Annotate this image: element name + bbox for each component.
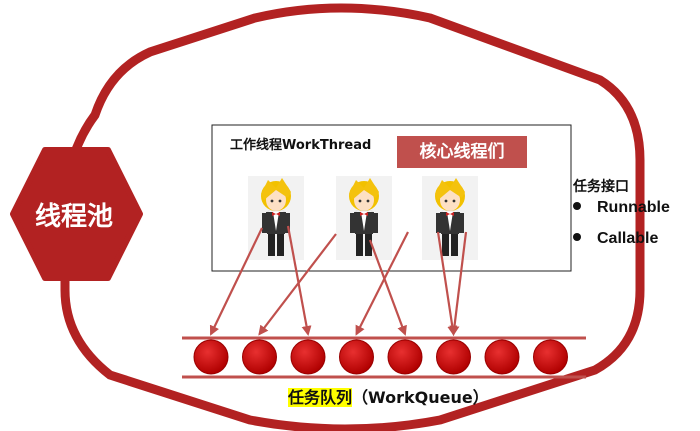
task-ball — [533, 339, 568, 375]
core-threads-badge: 核心线程们 — [397, 136, 527, 168]
task-ball — [436, 339, 471, 375]
task-ball — [339, 339, 374, 375]
assignment-arrow — [355, 231, 409, 336]
bullet-icon — [573, 232, 581, 241]
assignment-arrow — [436, 231, 458, 336]
worker-thread-figure — [422, 176, 478, 260]
task-interface-title: 任务接口 — [573, 179, 629, 195]
assignment-arrow — [209, 227, 263, 336]
interface-label: Runnable — [597, 199, 670, 216]
worker-box-title: 工作线程WorkThread — [230, 138, 372, 153]
assignment-arrow — [286, 225, 312, 336]
assignment-arrow — [368, 239, 407, 336]
task-ball — [242, 339, 277, 375]
interface-item-runnable: Runnable — [573, 199, 670, 217]
queue-label: 任务队列（WorkQueue） — [288, 384, 489, 408]
assignment-arrow — [449, 231, 468, 336]
task-ball — [484, 339, 520, 375]
worker-thread-figure — [336, 176, 392, 260]
assignment-arrow — [258, 233, 337, 336]
task-ball — [387, 339, 423, 375]
pool-label: 线程池 — [34, 202, 113, 232]
queue-label-highlight: 任务队列 — [288, 388, 353, 407]
queue-label-rest: （WorkQueue） — [352, 388, 489, 407]
pool-boundary — [60, 3, 645, 431]
interface-label: Callable — [597, 230, 659, 247]
task-ball — [290, 339, 326, 375]
task-ball — [193, 339, 229, 375]
pool-label-hexagon — [10, 147, 143, 281]
interface-item-callable: Callable — [573, 230, 658, 248]
worker-thread-figure — [248, 176, 304, 260]
bullet-icon — [573, 201, 581, 210]
